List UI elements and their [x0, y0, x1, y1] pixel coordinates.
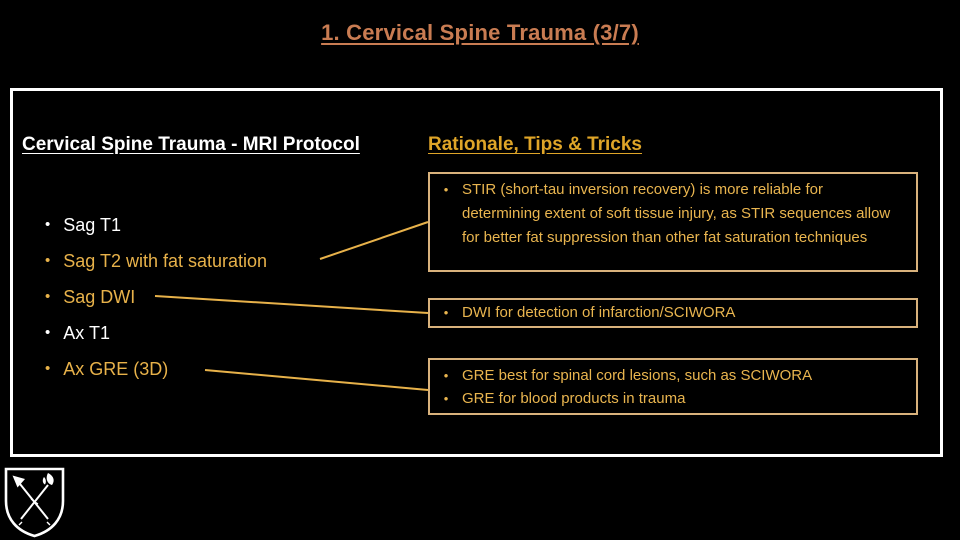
slide-title-text: 1. Cervical Spine Trauma (3/7)	[321, 20, 639, 45]
note-bullet: • GRE best for spinal cord lesions, such…	[430, 364, 916, 387]
list-item: • Ax GRE (3D)	[45, 351, 267, 387]
list-item: • Sag T1	[45, 207, 267, 243]
note-text: GRE best for spinal cord lesions, such a…	[462, 367, 813, 384]
protocol-heading: Cervical Spine Trauma - MRI Protocol	[22, 134, 360, 155]
list-item: • Sag T2 with fat saturation	[45, 243, 267, 279]
bullet-icon: •	[443, 182, 449, 197]
bullet-icon: •	[45, 216, 51, 233]
list-item: • Ax T1	[45, 315, 267, 351]
note-box-gre: • GRE best for spinal cord lesions, such…	[428, 358, 918, 415]
emory-shield-logo	[4, 467, 65, 538]
note-text: STIR (short-tau inversion recovery) is m…	[462, 181, 891, 246]
protocol-list: • Sag T1 • Sag T2 with fat saturation • …	[45, 207, 267, 387]
list-item-label: Sag DWI	[63, 287, 136, 307]
rationale-heading: Rationale, Tips & Tricks	[428, 134, 643, 155]
bullet-icon: •	[45, 324, 51, 341]
note-text: DWI for detection of infarction/SCIWORA	[462, 304, 736, 321]
slide-title: 1. Cervical Spine Trauma (3/7)	[0, 20, 960, 46]
bullet-icon: •	[45, 360, 51, 377]
note-bullet: • GRE for blood products in trauma	[430, 387, 916, 410]
bullet-icon: •	[45, 288, 51, 305]
bullet-icon: •	[443, 391, 449, 406]
list-item: • Sag DWI	[45, 279, 267, 315]
note-box-stir: • STIR (short-tau inversion recovery) is…	[428, 172, 918, 272]
note-bullet: • DWI for detection of infarction/SCIWOR…	[430, 300, 916, 326]
shield-icon	[4, 467, 65, 538]
list-item-label: Sag T1	[63, 215, 121, 235]
list-item-label: Ax T1	[63, 323, 110, 343]
note-text: GRE for blood products in trauma	[462, 390, 686, 407]
note-bullet: • STIR (short-tau inversion recovery) is…	[430, 178, 916, 250]
list-item-label: Ax GRE (3D)	[63, 359, 169, 379]
bullet-icon: •	[443, 368, 449, 383]
list-item-label: Sag T2 with fat saturation	[63, 251, 268, 271]
bullet-icon: •	[45, 252, 51, 269]
bullet-icon: •	[443, 305, 449, 320]
note-box-dwi: • DWI for detection of infarction/SCIWOR…	[428, 298, 918, 328]
